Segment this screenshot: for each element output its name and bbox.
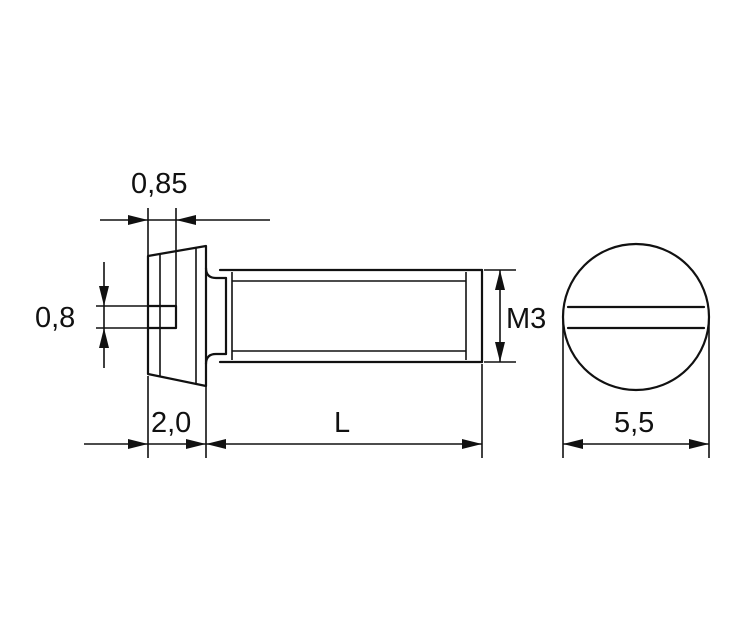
label-slot-width: 0,85 bbox=[131, 168, 187, 200]
dim-head-diameter bbox=[562, 320, 710, 458]
label-head-height: 2,0 bbox=[151, 407, 191, 439]
dim-slot-depth bbox=[96, 262, 148, 368]
screw-head-front bbox=[561, 242, 711, 392]
dim-thread bbox=[484, 269, 516, 363]
screw-shank-side bbox=[204, 266, 484, 366]
label-head-diameter: 5,5 bbox=[614, 407, 654, 439]
dim-slot-width bbox=[100, 208, 270, 306]
label-slot-depth: 0,8 bbox=[35, 302, 75, 334]
label-thread: M3 bbox=[506, 303, 546, 335]
screw-head-side bbox=[146, 244, 208, 388]
label-length: L bbox=[334, 407, 350, 439]
dim-head-and-length bbox=[84, 364, 483, 458]
